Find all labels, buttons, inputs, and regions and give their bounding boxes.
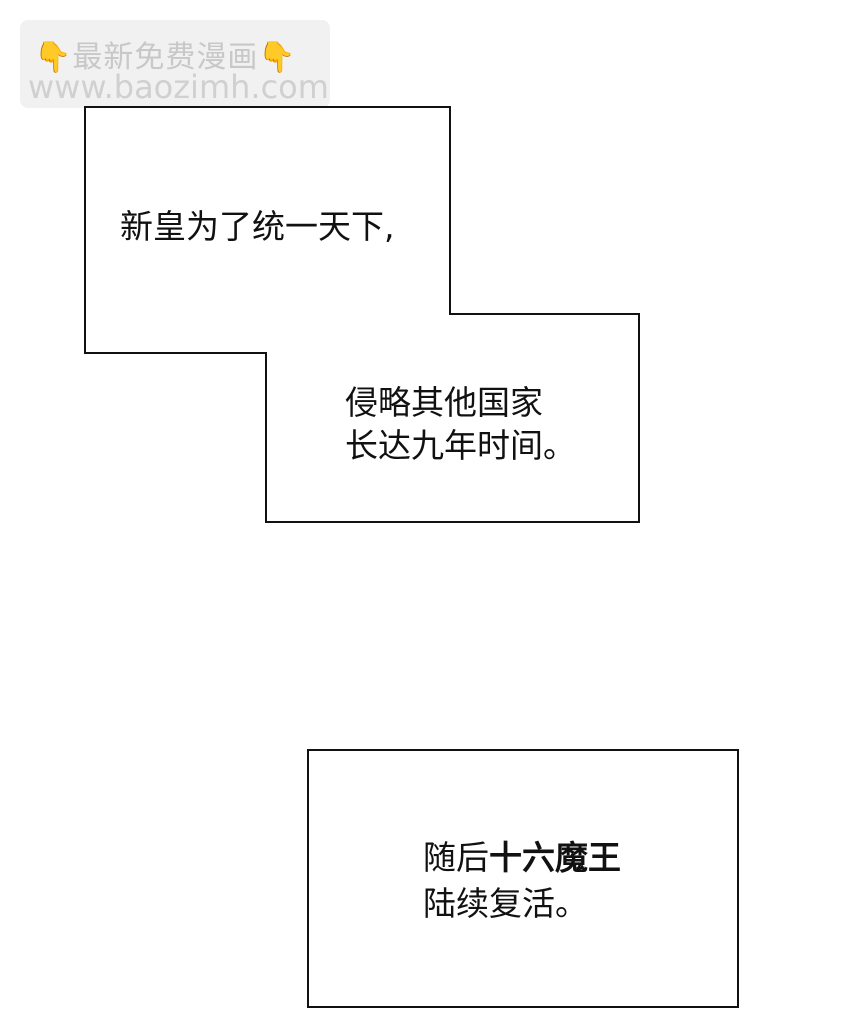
watermark-line1: 最新免费漫画 xyxy=(72,40,259,75)
pointing-down-hand-icon: 👇 xyxy=(258,40,297,75)
watermark-line2: www.baozimh.com xyxy=(28,68,329,106)
caption-text-3b: 陆续复活。 xyxy=(423,884,588,923)
caption-text-2a: 侵略其他国家 xyxy=(345,383,543,422)
caption-text-2b: 长达九年时间。 xyxy=(345,426,576,465)
caption-text-3a: 随后十六魔王 xyxy=(423,836,621,880)
caption-text-1: 新皇为了统一天下, xyxy=(120,207,395,246)
watermark: 👇最新免费漫画👇 www.baozimh.com xyxy=(20,20,330,108)
caption-box xyxy=(307,749,739,1008)
pointing-down-hand-icon: 👇 xyxy=(34,40,73,75)
caption-text-normal: 随后 xyxy=(423,838,489,877)
caption-text-bold: 十六魔王 xyxy=(489,838,621,877)
caption-box-stepped xyxy=(84,106,640,523)
